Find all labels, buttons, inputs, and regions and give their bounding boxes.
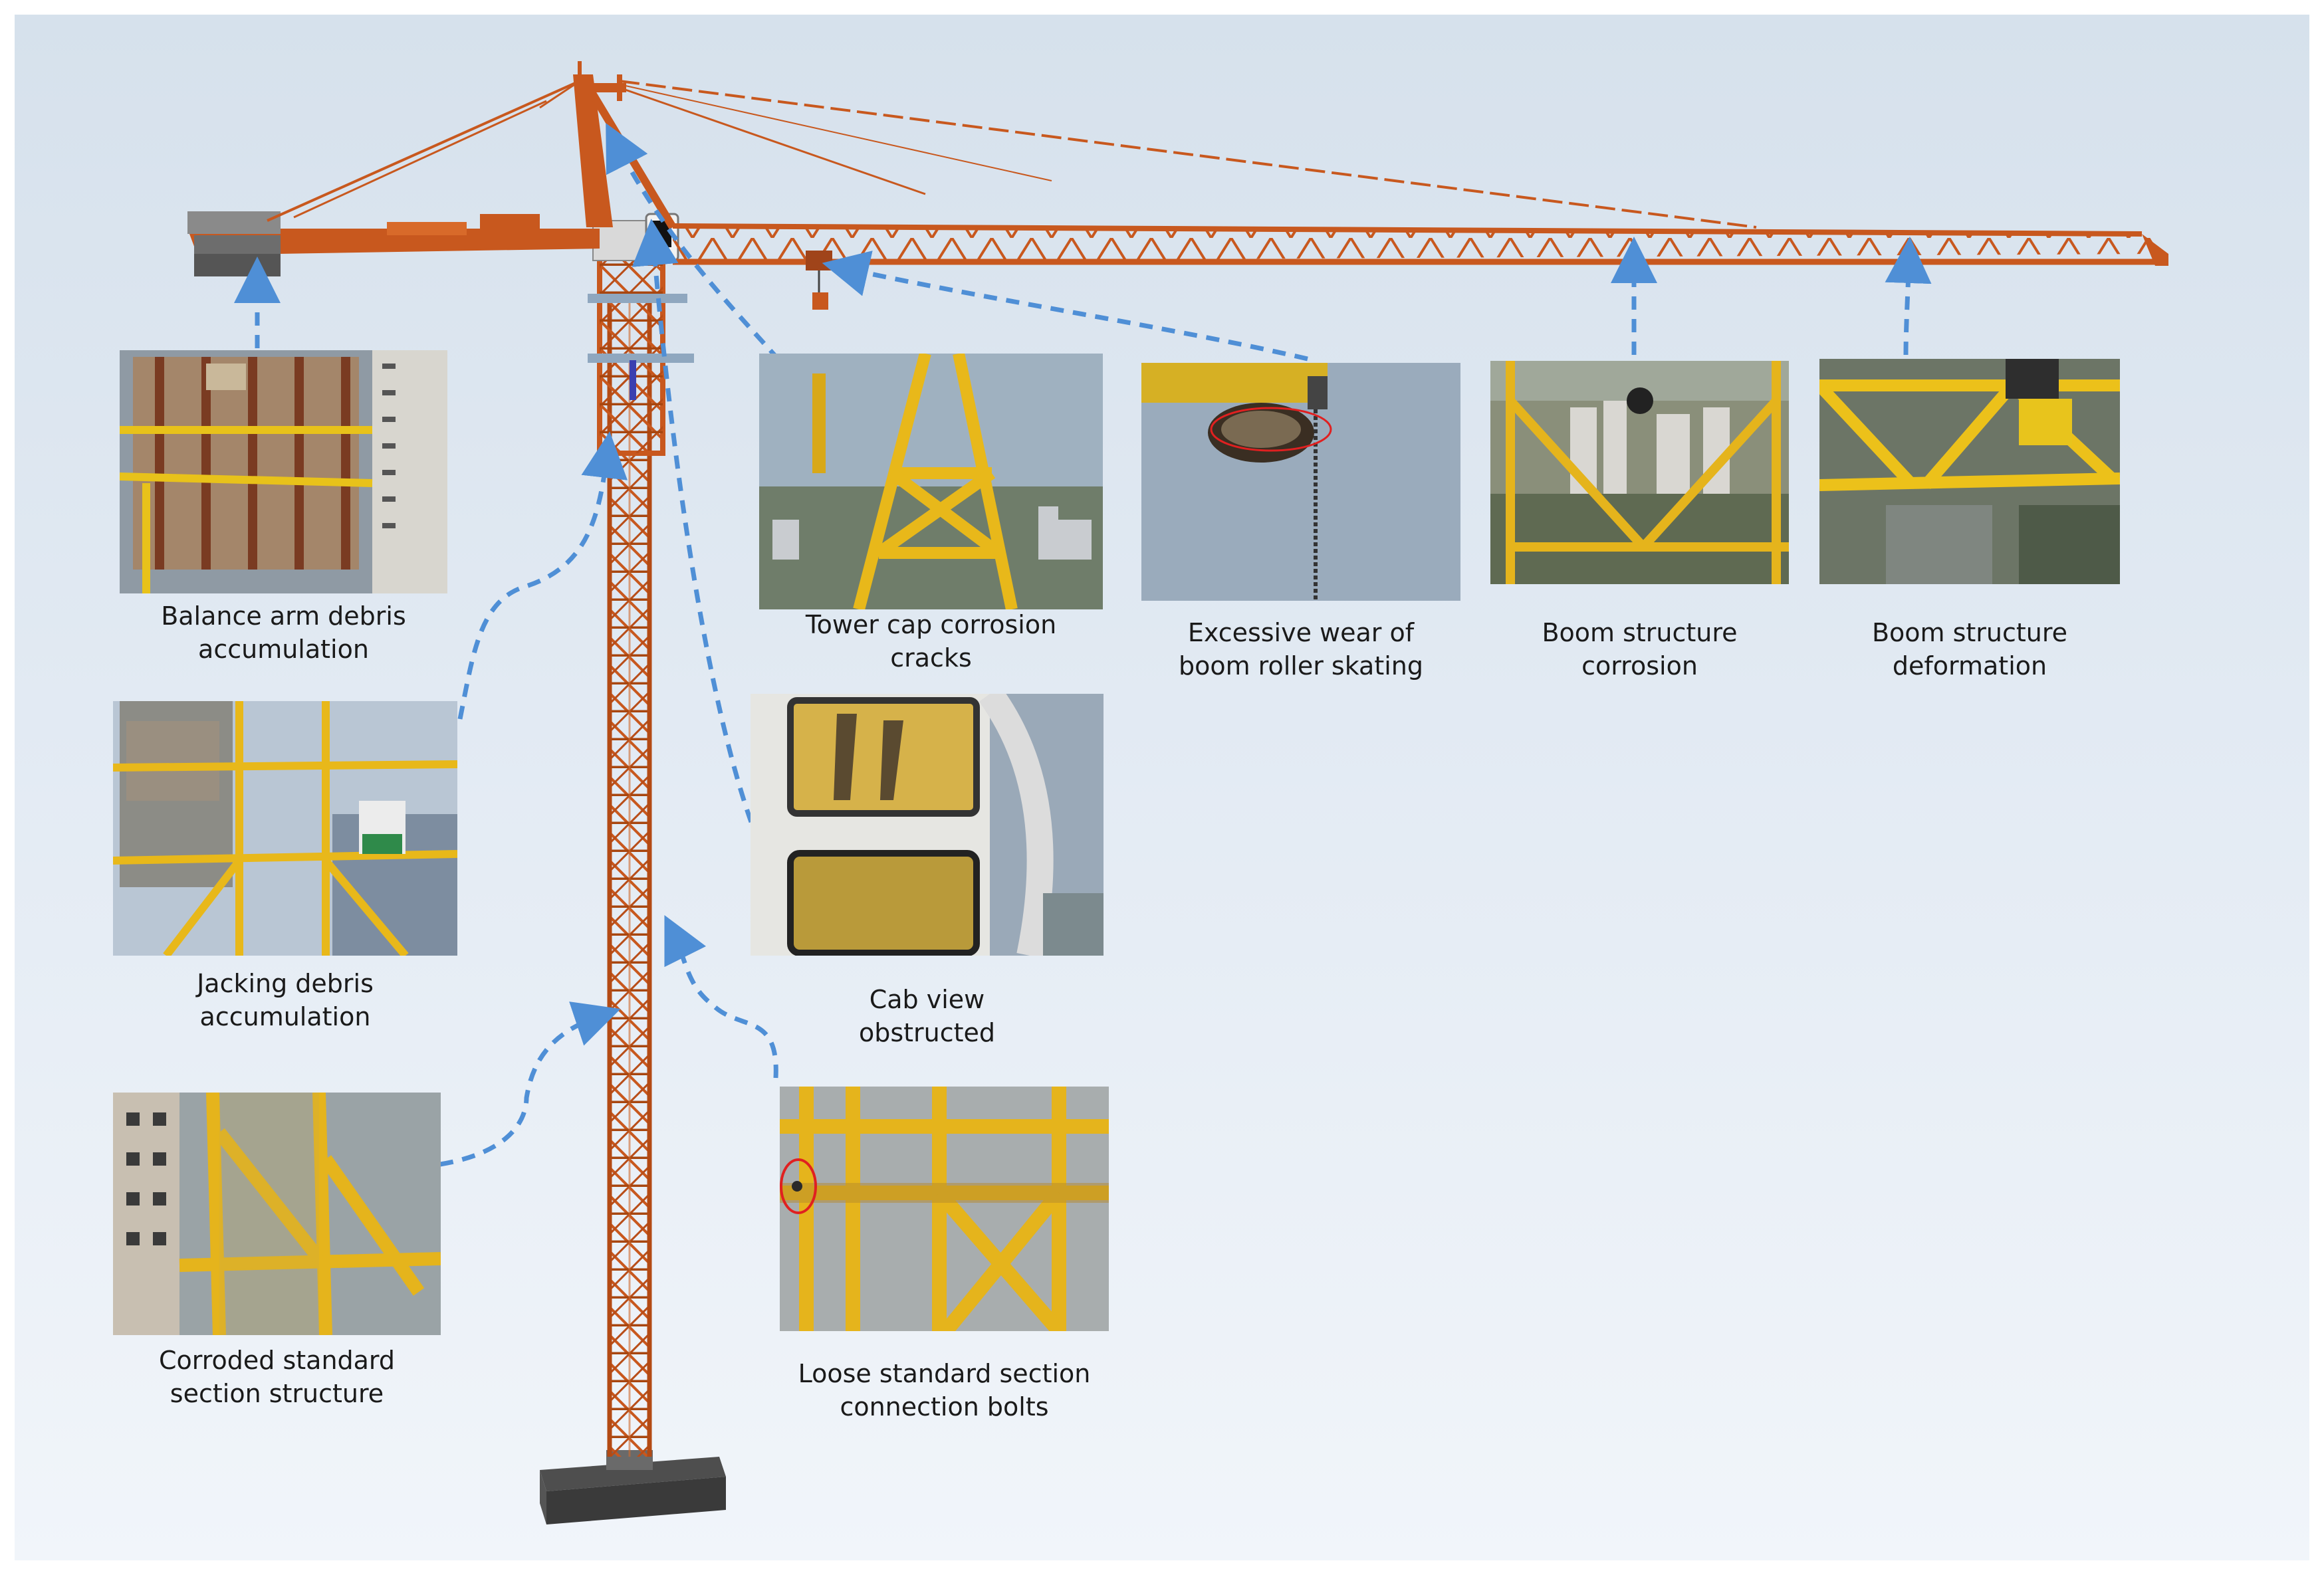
- climbing-frame: [588, 251, 694, 456]
- photo-jacking: [113, 701, 457, 956]
- crane-base: [540, 1450, 726, 1524]
- arrow-roller-wear: [822, 251, 1308, 362]
- loose-bolt-highlight: [780, 1158, 817, 1214]
- photo-balance-arm: [120, 350, 447, 593]
- photo-boom-deformation: [1819, 359, 2120, 584]
- photo-corroded-section: [113, 1093, 441, 1335]
- photo-loose-bolts: [780, 1087, 1109, 1331]
- arrow-boom-deformation: [1885, 237, 1932, 356]
- arrow-corroded-section: [439, 1001, 621, 1167]
- inspection-arrows: [234, 123, 1932, 1167]
- arrow-jacking: [457, 431, 628, 720]
- main-jib: [672, 223, 2168, 310]
- photo-cab-view: [751, 694, 1104, 956]
- counter-jib: [187, 211, 600, 276]
- arrow-tower-cap: [606, 123, 781, 362]
- pendant-cables: [267, 80, 1757, 229]
- hook-block: [812, 292, 828, 310]
- photo-roller-wear: [1141, 363, 1460, 601]
- crane-mast: [607, 294, 652, 1457]
- tower-crane-illustration: [187, 61, 2168, 1524]
- arrow-loose-bolts: [664, 914, 778, 1079]
- roller-wear-highlight: [1210, 407, 1332, 452]
- photo-boom-corrosion: [1490, 361, 1789, 584]
- arrow-cab: [632, 219, 754, 823]
- trolley: [806, 251, 832, 270]
- photo-tower-cap: [759, 354, 1103, 609]
